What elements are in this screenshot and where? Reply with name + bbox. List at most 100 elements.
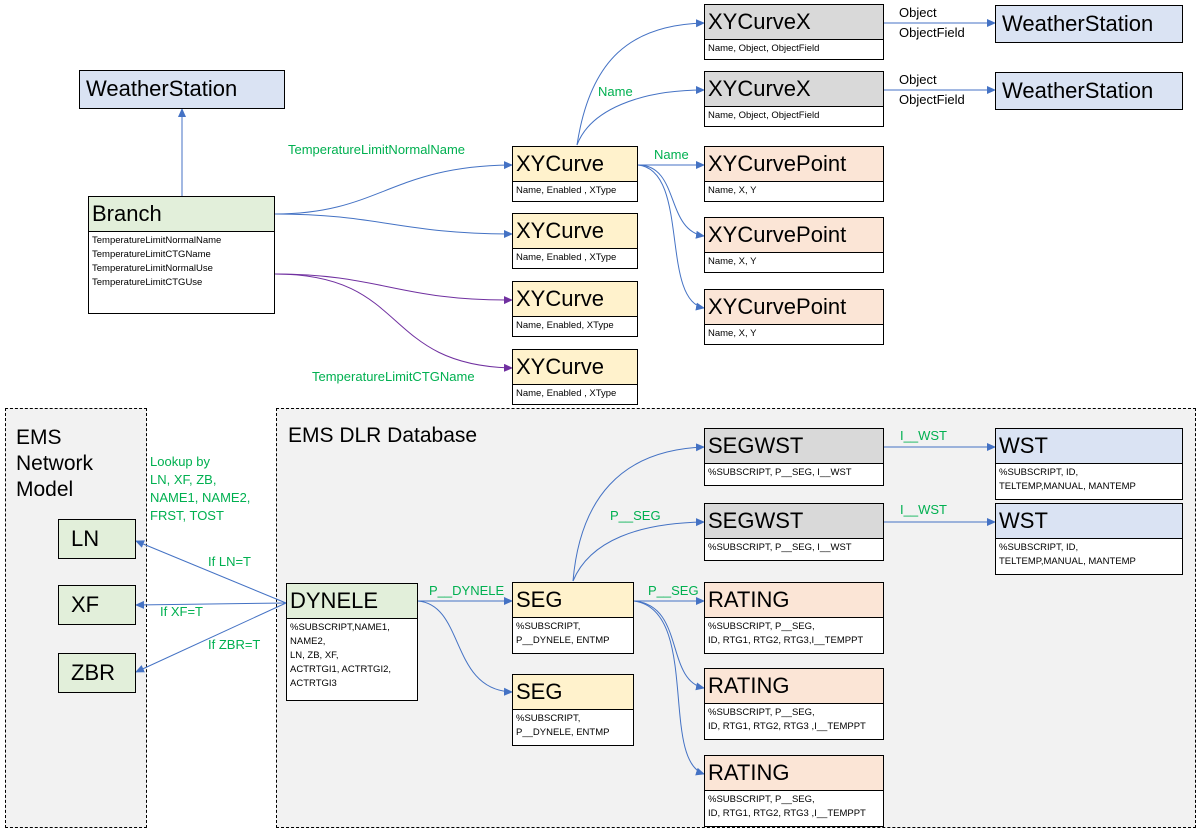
xycurve-1-title: XYCurve	[512, 146, 638, 182]
edge-branch-to-xycurve3	[274, 273, 513, 305]
xycurvex-1-fields: Name, Object, ObjectField	[704, 40, 884, 60]
wst-2-fields: %SUBSCRIPT, ID, TELTEMP,MANUAL, MANTEMP	[995, 539, 1183, 575]
rating-3-fields: %SUBSCRIPT, P__SEG, ID, RTG1, RTG2, RTG3…	[704, 791, 884, 827]
weatherstation-2[interactable]: WeatherStation	[995, 72, 1183, 110]
seg-node-1[interactable]: SEG %SUBSCRIPT, P__DYNELE, ENTMP	[512, 582, 634, 654]
xycurvex-node-2[interactable]: XYCurveX Name, Object, ObjectField	[704, 71, 884, 127]
segwst-2-fields: %SUBSCRIPT, P__SEG, I__WST	[704, 539, 884, 561]
dynele-node[interactable]: DYNELE %SUBSCRIPT,NAME1, NAME2, LN, ZB, …	[286, 583, 418, 701]
xycurvex-2-fields: Name, Object, ObjectField	[704, 107, 884, 127]
seg-2-title: SEG	[512, 674, 634, 710]
xycurvepoint-1-title: XYCurvePoint	[704, 146, 884, 182]
label-i-wst-1: I__WST	[900, 428, 947, 443]
edge-xycurve-to-point2	[637, 164, 705, 239]
xycurvepoint-1-fields: Name, X, Y	[704, 182, 884, 202]
ln-title: LN	[58, 519, 136, 559]
seg-1-fields: %SUBSCRIPT, P__DYNELE, ENTMP	[512, 618, 634, 654]
segwst-node-1[interactable]: SEGWST %SUBSCRIPT, P__SEG, I__WST	[704, 428, 884, 486]
wst-node-1[interactable]: WST %SUBSCRIPT, ID, TELTEMP,MANUAL, MANT…	[995, 428, 1183, 500]
edge-xycurve-to-point3	[637, 164, 705, 311]
label-p-dynele: P__DYNELE	[429, 583, 505, 598]
dynele-fields: %SUBSCRIPT,NAME1, NAME2, LN, ZB, XF, ACT…	[286, 619, 418, 701]
edge-xycurve-to-xycurvex2	[576, 86, 705, 146]
edge-branch-to-xycurve4	[274, 273, 513, 372]
edge-dynele-to-xf	[135, 600, 287, 609]
seg-node-2[interactable]: SEG %SUBSCRIPT, P__DYNELE, ENTMP	[512, 674, 634, 746]
xycurve-2-title: XYCurve	[512, 213, 638, 249]
label-p-seg-rating: P__SEG	[648, 583, 699, 598]
xycurve-1-fields: Name, Enabled , XType	[512, 182, 638, 202]
edge-dynele-to-zbr	[135, 602, 287, 673]
label-if-ln: If LN=T	[208, 554, 251, 569]
xycurve-2-fields: Name, Enabled , XType	[512, 249, 638, 269]
label-object-1: Object	[899, 5, 937, 20]
xycurve-node-3[interactable]: XYCurve Name, Enabled, XType	[512, 281, 638, 337]
xycurve-3-title: XYCurve	[512, 281, 638, 317]
xycurvepoint-node-3[interactable]: XYCurvePoint Name, X, Y	[704, 289, 884, 345]
rating-node-1[interactable]: RATING %SUBSCRIPT, P__SEG, ID, RTG1, RTG…	[704, 582, 884, 654]
weatherstation-1[interactable]: WeatherStation	[995, 5, 1183, 43]
xycurvepoint-2-fields: Name, X, Y	[704, 253, 884, 273]
xycurve-node-2[interactable]: XYCurve Name, Enabled , XType	[512, 213, 638, 269]
dynele-title: DYNELE	[286, 583, 418, 619]
branch-title: Branch	[88, 196, 275, 232]
edge-dynele-to-seg2	[417, 600, 513, 696]
seg-2-fields: %SUBSCRIPT, P__DYNELE, ENTMP	[512, 710, 634, 746]
region-ems-network-model-title: EMS Network Model	[16, 426, 94, 501]
xycurve-node-1[interactable]: XYCurve Name, Enabled , XType	[512, 146, 638, 202]
label-object-field-1: ObjectField	[899, 25, 965, 40]
label-i-wst-2: I__WST	[900, 502, 947, 517]
weatherstation-top-left[interactable]: WeatherStation	[79, 70, 285, 109]
xf-node[interactable]: XF	[58, 585, 136, 625]
label-name-upper: Name	[598, 84, 633, 99]
edge-seg-to-rating3	[633, 600, 705, 776]
xycurvepoint-3-fields: Name, X, Y	[704, 325, 884, 345]
segwst-1-fields: %SUBSCRIPT, P__SEG, I__WST	[704, 464, 884, 486]
label-temperature-limit-normal-name: TemperatureLimitNormalName	[288, 142, 465, 157]
zbr-title: ZBR	[58, 653, 136, 693]
label-name-point: Name	[654, 147, 689, 162]
xf-title: XF	[58, 585, 136, 625]
label-object-2: Object	[899, 72, 937, 87]
segwst-node-2[interactable]: SEGWST %SUBSCRIPT, P__SEG, I__WST	[704, 503, 884, 561]
wst-1-title: WST	[995, 428, 1183, 464]
edge-xycurve-to-xycurvex1	[576, 19, 705, 146]
zbr-node[interactable]: ZBR	[58, 653, 136, 693]
label-if-xf: If XF=T	[160, 604, 203, 619]
xycurvepoint-node-2[interactable]: XYCurvePoint Name, X, Y	[704, 217, 884, 273]
seg-1-title: SEG	[512, 582, 634, 618]
xycurvepoint-3-title: XYCurvePoint	[704, 289, 884, 325]
xycurvepoint-node-1[interactable]: XYCurvePoint Name, X, Y	[704, 146, 884, 202]
branch-node[interactable]: Branch TemperatureLimitNormalName Temper…	[88, 196, 275, 314]
label-lookup-by: Lookup by LN, XF, ZB, NAME1, NAME2, FRST…	[150, 454, 251, 523]
rating-1-title: RATING	[704, 582, 884, 618]
xycurve-node-4[interactable]: XYCurve Name, Enabled , XType	[512, 349, 638, 405]
edge-dynele-to-ln	[135, 540, 287, 604]
xycurvex-node-1[interactable]: XYCurveX Name, Object, ObjectField	[704, 4, 884, 60]
xycurvepoint-2-title: XYCurvePoint	[704, 217, 884, 253]
segwst-2-title: SEGWST	[704, 503, 884, 539]
wst-node-2[interactable]: WST %SUBSCRIPT, ID, TELTEMP,MANUAL, MANT…	[995, 503, 1183, 575]
rating-node-3[interactable]: RATING %SUBSCRIPT, P__SEG, ID, RTG1, RTG…	[704, 755, 884, 827]
region-ems-dlr-database-title: EMS DLR Database	[288, 424, 478, 447]
edge-branch-to-xycurve2	[274, 213, 513, 238]
rating-3-title: RATING	[704, 755, 884, 791]
wst-1-fields: %SUBSCRIPT, ID, TELTEMP,MANUAL, MANTEMP	[995, 464, 1183, 500]
rating-1-fields: %SUBSCRIPT, P__SEG, ID, RTG1, RTG2, RTG3…	[704, 618, 884, 654]
rating-node-2[interactable]: RATING %SUBSCRIPT, P__SEG, ID, RTG1, RTG…	[704, 668, 884, 740]
label-temperature-limit-ctg-name: TemperatureLimitCTGName	[312, 369, 475, 384]
wst-2-title: WST	[995, 503, 1183, 539]
xycurvex-1-title: XYCurveX	[704, 4, 884, 40]
label-if-zbr: If ZBR=T	[208, 637, 261, 652]
rating-2-title: RATING	[704, 668, 884, 704]
label-object-field-2: ObjectField	[899, 92, 965, 107]
edge-seg-to-segwst2	[572, 518, 705, 582]
xycurve-3-fields: Name, Enabled, XType	[512, 317, 638, 337]
branch-fields: TemperatureLimitNormalName TemperatureLi…	[88, 232, 275, 314]
xycurve-4-title: XYCurve	[512, 349, 638, 385]
label-p-seg-upper: P__SEG	[610, 508, 661, 523]
xycurvex-2-title: XYCurveX	[704, 71, 884, 107]
ln-node[interactable]: LN	[58, 519, 136, 559]
